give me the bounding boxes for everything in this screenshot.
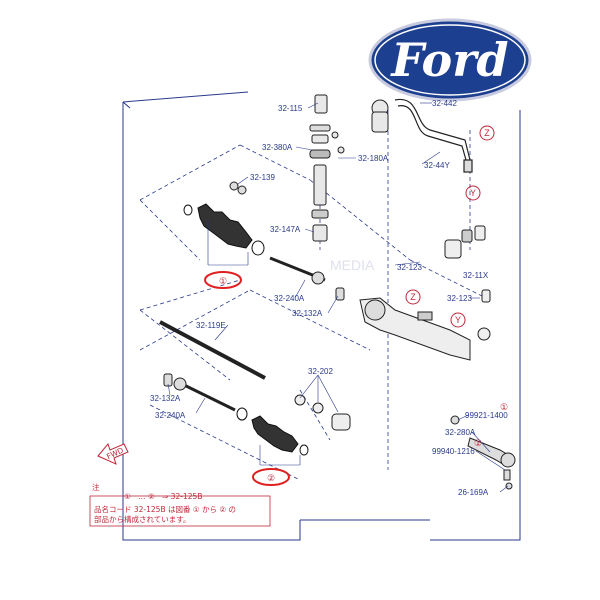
note-box: 注 ① … ② ⇒ 32-125B 品名コード 32-125B は図番 ① から…: [89, 482, 271, 527]
label-32-123-upper: 32-123: [397, 263, 422, 272]
label-32-180a: 32-180A: [358, 154, 389, 163]
seal-set-202: [294, 394, 351, 431]
svg-text:②: ②: [267, 473, 275, 483]
svg-text:Y: Y: [455, 315, 461, 325]
pinion-assembly: [309, 94, 389, 242]
label-32-44y: 32-44Y: [424, 161, 450, 170]
note-title: 注: [92, 482, 100, 492]
label-32-119e: 32-119E: [196, 321, 226, 330]
tie-rod-upper: [269, 256, 345, 301]
label-32-123-lower: 32-123: [447, 294, 472, 303]
label-32-202: 32-202: [308, 367, 333, 376]
rack-bar: [159, 320, 266, 380]
label-32-240a-lower: 32-240A: [155, 411, 186, 420]
ford-logo: Ford: [368, 18, 532, 102]
note-line3: 部品から構成されています。: [94, 514, 191, 524]
marker-y-top: Y: [465, 185, 481, 201]
label-32-11x: 32-11X: [463, 271, 489, 280]
label-32-280a: 32-280A: [445, 428, 476, 437]
label-32-442: 32-442: [432, 99, 457, 108]
note-line1-c: ②: [148, 492, 155, 501]
boot-2: [236, 407, 309, 456]
label-32-139: 32-139: [250, 173, 275, 182]
note-line1-b: …: [138, 492, 146, 501]
bracket-139: [229, 181, 247, 195]
label-32-147a: 32-147A: [270, 225, 301, 234]
tie-rod-end: [450, 415, 516, 490]
callout-2: ②: [252, 468, 290, 486]
label-32-115: 32-115: [278, 104, 303, 113]
guide-lines: [139, 110, 491, 481]
label-26-169a: 26-169A: [458, 488, 489, 497]
leader-lines: [167, 102, 509, 493]
hydraulic-pipes: [394, 98, 473, 173]
label-32-380a: 32-380A: [262, 143, 293, 152]
svg-text:Z: Z: [410, 292, 416, 302]
boot-1: [183, 203, 265, 256]
label-32-240a-upper: 32-240A: [274, 294, 305, 303]
svg-text:Z: Z: [484, 128, 490, 138]
tie-rod-lower: [163, 373, 236, 412]
sup-marker-2: ①: [474, 438, 482, 448]
frame-lines: [122, 91, 521, 541]
marker-z-top: Z: [479, 125, 495, 141]
callout-1: ①: [204, 271, 242, 289]
label-99921-1400: 99921-1400: [465, 411, 508, 420]
label-99940-1216: 99940-1216: [432, 447, 475, 456]
svg-text:Y: Y: [470, 188, 476, 198]
gear-housing: [359, 225, 491, 361]
marker-y-mid: Y: [450, 312, 466, 328]
note-line1-d: ⇒ 32-125B: [162, 492, 202, 501]
note-line2: 品名コード 32-125B は図番 ① から ② の: [94, 504, 236, 514]
ford-logo-text: Ford: [389, 33, 508, 87]
svg-text:①: ①: [219, 276, 227, 286]
watermark: MEDIA: [330, 257, 375, 273]
marker-z-mid: Z: [405, 289, 421, 305]
note-line1-a: ①: [124, 492, 131, 501]
label-32-132a-lower: 32-132A: [150, 394, 181, 403]
sup-marker-1: ①: [500, 402, 508, 412]
label-32-132a-upper: 32-132A: [292, 309, 323, 318]
